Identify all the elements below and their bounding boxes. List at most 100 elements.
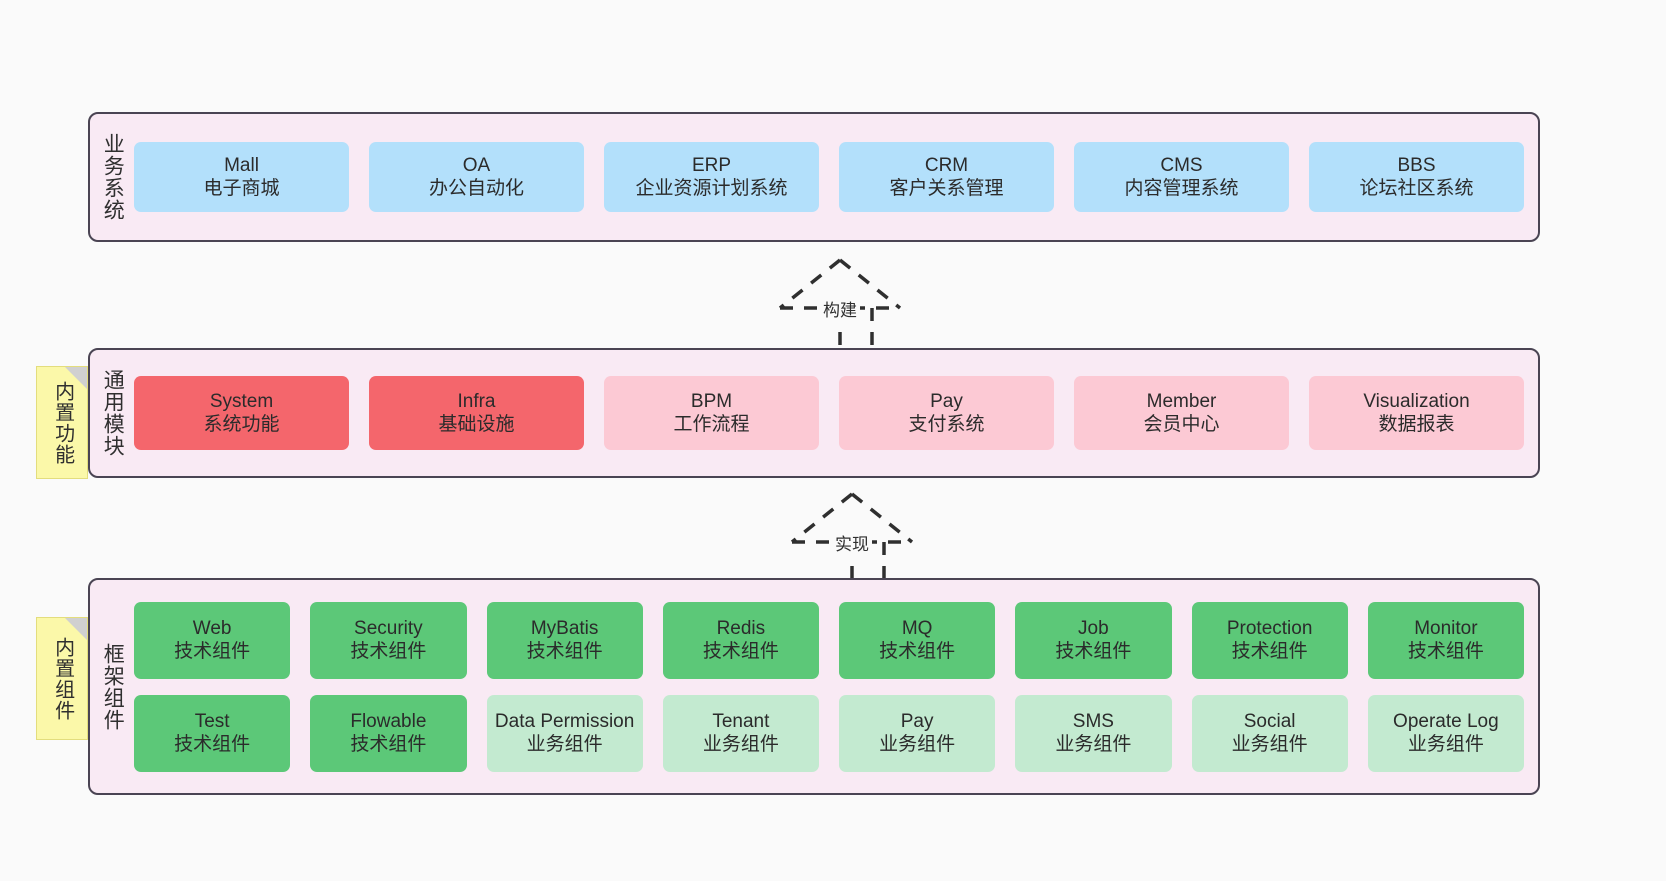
node-title: OA: [462, 154, 491, 176]
node-title: MQ: [901, 617, 933, 639]
node-web[interactable]: Web 技术组件: [134, 601, 291, 679]
node-social[interactable]: Social 业务组件: [1191, 694, 1348, 772]
node-title: BPM: [690, 390, 733, 412]
layer-business-systems: 业务系统 Mall 电子商城 OA 办公自动化 ERP 企业资源计划系统 CRM…: [88, 112, 1540, 242]
node-member[interactable]: Member 会员中心: [1074, 376, 1289, 450]
layer-framework-components: 框架组件 Web 技术组件 Security 技术组件 MyBatis 技术组件…: [88, 578, 1540, 795]
node-bbs[interactable]: BBS 论坛社区系统: [1309, 142, 1524, 212]
node-test[interactable]: Test 技术组件: [134, 694, 291, 772]
node-crm[interactable]: CRM 客户关系管理: [839, 142, 1054, 212]
node-title: Mall: [224, 154, 259, 176]
node-monitor[interactable]: Monitor 技术组件: [1367, 601, 1524, 679]
node-pay-module[interactable]: Pay 支付系统: [839, 376, 1054, 450]
node-subtitle: 业务组件: [1407, 734, 1484, 755]
layer-label-business: 业务系统: [101, 133, 125, 221]
node-subtitle: 电子商城: [203, 178, 280, 199]
arrowhead-open: [778, 258, 902, 310]
node-title: Social: [1243, 710, 1296, 732]
layer-body-framework: Web 技术组件 Security 技术组件 MyBatis 技术组件 Redi…: [134, 580, 1538, 793]
layer-row: Web 技术组件 Security 技术组件 MyBatis 技术组件 Redi…: [134, 601, 1524, 679]
connector-label-build: 构建: [820, 296, 860, 321]
node-subtitle: 业务组件: [1231, 734, 1308, 755]
node-subtitle: 工作流程: [673, 414, 750, 435]
node-title: BBS: [1397, 154, 1436, 176]
node-subtitle: 业务组件: [879, 734, 956, 755]
node-subtitle: 会员中心: [1143, 414, 1220, 435]
layer-body-general: System 系统功能 Infra 基础设施 BPM 工作流程 Pay 支付系统…: [134, 350, 1538, 476]
node-subtitle: 办公自动化: [428, 178, 524, 199]
arrowhead-open: [790, 492, 914, 544]
node-title: Member: [1146, 390, 1217, 412]
node-title: Visualization: [1363, 390, 1470, 412]
node-title: Pay: [900, 710, 934, 732]
node-mq[interactable]: MQ 技术组件: [839, 601, 996, 679]
node-flowable[interactable]: Flowable 技术组件: [310, 694, 467, 772]
node-title: MyBatis: [530, 617, 599, 639]
connector-label-implement: 实现: [832, 530, 872, 555]
node-system[interactable]: System 系统功能: [134, 376, 349, 450]
node-operate-log[interactable]: Operate Log 业务组件: [1367, 694, 1524, 772]
page-fold-icon: [65, 618, 87, 640]
node-title: SMS: [1072, 710, 1114, 732]
layer-body-business: Mall 电子商城 OA 办公自动化 ERP 企业资源计划系统 CRM 客户关系…: [134, 114, 1538, 240]
node-title: Monitor: [1414, 617, 1478, 639]
node-security[interactable]: Security 技术组件: [310, 601, 467, 679]
node-infra[interactable]: Infra 基础设施: [369, 376, 584, 450]
node-subtitle: 企业资源计划系统: [635, 178, 788, 199]
node-subtitle: 论坛社区系统: [1359, 178, 1474, 199]
layer-label-framework: 框架组件: [101, 642, 125, 731]
node-subtitle: 数据报表: [1378, 414, 1455, 435]
node-subtitle: 业务组件: [1055, 734, 1132, 755]
node-oa[interactable]: OA 办公自动化: [369, 142, 584, 212]
node-title: ERP: [691, 154, 732, 176]
node-data-permission[interactable]: Data Permission 业务组件: [486, 694, 643, 772]
node-subtitle: 系统功能: [203, 414, 280, 435]
node-title: CRM: [924, 154, 969, 176]
node-title: Flowable: [350, 710, 427, 732]
node-subtitle: 基础设施: [438, 414, 515, 435]
node-title: System: [209, 390, 274, 412]
node-tenant[interactable]: Tenant 业务组件: [662, 694, 819, 772]
layer-row: System 系统功能 Infra 基础设施 BPM 工作流程 Pay 支付系统…: [134, 376, 1524, 450]
node-pay-component[interactable]: Pay 业务组件: [839, 694, 996, 772]
node-title: Job: [1078, 617, 1109, 639]
node-title: Security: [354, 617, 423, 639]
node-job[interactable]: Job 技术组件: [1015, 601, 1172, 679]
node-redis[interactable]: Redis 技术组件: [662, 601, 819, 679]
node-subtitle: 业务组件: [702, 734, 779, 755]
layer-general-modules: 通用模块 System 系统功能 Infra 基础设施 BPM 工作流程 Pay…: [88, 348, 1540, 478]
node-cms[interactable]: CMS 内容管理系统: [1074, 142, 1289, 212]
node-subtitle: 技术组件: [1055, 641, 1132, 662]
connector-implement: 实现: [772, 490, 932, 582]
node-subtitle: 支付系统: [908, 414, 985, 435]
node-protection[interactable]: Protection 技术组件: [1191, 601, 1348, 679]
node-bpm[interactable]: BPM 工作流程: [604, 376, 819, 450]
node-subtitle: 技术组件: [174, 734, 251, 755]
sticky-note-label: 内置功能: [51, 380, 74, 465]
node-mybatis[interactable]: MyBatis 技术组件: [486, 601, 643, 679]
node-subtitle: 技术组件: [526, 641, 603, 662]
node-mall[interactable]: Mall 电子商城: [134, 142, 349, 212]
node-erp[interactable]: ERP 企业资源计划系统: [604, 142, 819, 212]
page-fold-icon: [65, 367, 87, 389]
node-title: Pay: [930, 390, 963, 412]
sticky-note-builtin-features: 内置功能: [36, 366, 88, 479]
node-subtitle: 技术组件: [1231, 641, 1308, 662]
node-subtitle: 技术组件: [1407, 641, 1484, 662]
node-subtitle: 技术组件: [702, 641, 779, 662]
node-title: Data Permission: [494, 710, 635, 732]
node-sms[interactable]: SMS 业务组件: [1015, 694, 1172, 772]
node-subtitle: 技术组件: [350, 734, 427, 755]
node-title: Operate Log: [1393, 710, 1499, 732]
node-visualization[interactable]: Visualization 数据报表: [1309, 376, 1524, 450]
sticky-note-builtin-components: 内置组件: [36, 617, 88, 740]
node-title: Protection: [1226, 617, 1313, 639]
layer-row: Mall 电子商城 OA 办公自动化 ERP 企业资源计划系统 CRM 客户关系…: [134, 142, 1524, 212]
node-subtitle: 技术组件: [350, 641, 427, 662]
node-subtitle: 业务组件: [526, 734, 603, 755]
node-title: Infra: [457, 390, 496, 412]
node-title: Tenant: [712, 710, 770, 732]
node-title: CMS: [1160, 154, 1203, 176]
node-subtitle: 技术组件: [879, 641, 956, 662]
